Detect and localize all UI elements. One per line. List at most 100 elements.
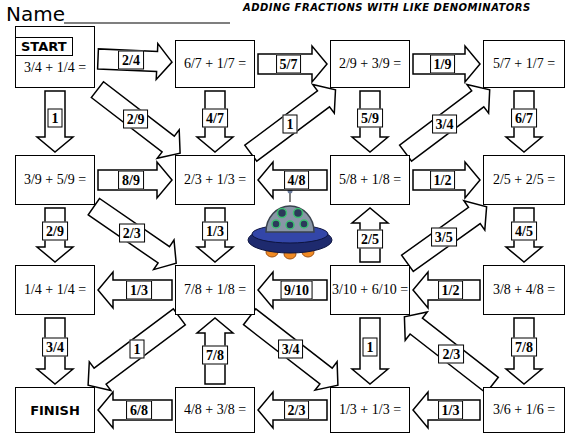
arrow-label: 1 [283, 114, 298, 133]
block-arrow [91, 82, 180, 159]
arrow-label: 3/4 [432, 114, 458, 133]
arrow-label: 1 [48, 108, 63, 127]
box-text: 5/8 + 1/8 = [339, 172, 401, 188]
arrow-label: 5/9 [357, 108, 383, 127]
block-arrow [37, 208, 73, 262]
name-label: Name [6, 2, 65, 26]
problem-box: 3/10 + 6/10 = [330, 265, 410, 315]
block-arrow [245, 84, 336, 161]
block-arrow [352, 91, 388, 152]
block-arrow [98, 272, 172, 308]
box-text: 3/6 + 1/6 = [493, 402, 555, 418]
problem-box: 3/8 + 4/8 = [483, 265, 565, 315]
box-text: 4/8 + 3/8 = [184, 402, 246, 418]
arrow-label: 1 [129, 339, 144, 358]
name-line [64, 22, 230, 23]
arrow-label: 4/8 [284, 171, 310, 190]
arrow-label: 4/5 [511, 222, 537, 241]
block-arrow [404, 312, 498, 393]
box-text: 2/5 + 2/5 = [493, 172, 555, 188]
box-text: 5/7 + 1/7 = [493, 56, 555, 72]
box-text: 6/7 + 1/7 = [184, 56, 246, 72]
block-arrow [37, 91, 73, 152]
block-arrow [258, 162, 327, 198]
arrow-label: 2/4 [118, 51, 144, 70]
problem-box: 5/8 + 1/8 = [330, 155, 410, 205]
arrow-label: 1/3 [438, 401, 464, 420]
box-text: 3/9 + 5/9 = [24, 172, 86, 188]
box-text: 3/10 + 6/10 = [332, 282, 408, 298]
arrow-label: 1/3 [126, 281, 152, 300]
arrow-label: 2/9 [42, 222, 68, 241]
ufo-illustration [248, 182, 332, 260]
block-arrow [258, 392, 327, 428]
block-arrow [37, 318, 73, 384]
block-arrow [197, 208, 233, 262]
block-arrow [258, 46, 327, 82]
problem-box: 2/9 + 3/9 = [330, 40, 410, 88]
problem-box: 6/7 + 1/7 = [175, 40, 255, 88]
problem-box: 4/8 + 3/8 = [175, 387, 255, 433]
arrow-label: 1/2 [430, 171, 456, 190]
box-text: 1/3 + 1/3 = [339, 402, 401, 418]
arrow-label: 3/4 [42, 338, 68, 357]
block-arrow [413, 392, 480, 428]
arrow-label: 1/9 [430, 55, 456, 74]
problem-box: 1/4 + 1/4 = [15, 265, 95, 315]
block-arrow [197, 91, 233, 152]
problem-box: 7/8 + 1/8 = [175, 265, 255, 315]
arrow-label: 1/2 [438, 281, 464, 300]
problem-box: 3/6 + 1/6 = [483, 387, 565, 433]
arrow-label: 2/9 [123, 109, 149, 128]
block-arrow [197, 318, 233, 384]
block-arrow [88, 199, 176, 270]
problem-box: 2/5 + 2/5 = [483, 155, 565, 205]
problem-box: 2/3 + 1/3 = [175, 155, 255, 205]
box-text: 1/4 + 1/4 = [24, 282, 86, 298]
arrow-label: 2/3 [438, 344, 464, 363]
box-text: 3/8 + 4/8 = [493, 282, 555, 298]
arrow-label: 6/7 [511, 108, 537, 127]
box-text: 3/4 + 1/4 = [24, 60, 86, 76]
block-arrow [98, 392, 172, 428]
arrow-label: 7/8 [511, 338, 537, 357]
block-arrow [258, 272, 327, 308]
problem-box: 1/3 + 1/3 = [330, 387, 410, 433]
block-arrow [506, 208, 542, 262]
block-arrow [352, 318, 388, 384]
box-text: FINISH [30, 403, 80, 418]
block-arrow [413, 46, 480, 82]
arrow-label: 2/5 [357, 230, 383, 249]
block-arrow [506, 91, 542, 152]
block-arrow [244, 309, 338, 390]
arrow-label: 4/7 [202, 108, 228, 127]
arrow-label: 1/3 [202, 222, 228, 241]
arrow-label: 2/3 [119, 223, 145, 242]
block-arrow [88, 309, 185, 391]
finish-box: FINISH [15, 387, 95, 433]
block-arrow [402, 201, 487, 272]
block-arrow [413, 272, 480, 308]
worksheet-title: ADDING FRACTIONS WITH LIKE DENOMINATORS [243, 2, 531, 13]
start-box: START 3/4 + 1/4 = [15, 26, 95, 88]
arrow-label: 1 [363, 338, 378, 357]
block-arrow [400, 85, 490, 162]
problem-box: 5/7 + 1/7 = [483, 40, 565, 88]
box-heading: START [15, 37, 73, 56]
arrow-label: 3/4 [278, 339, 304, 358]
arrow-label: 8/9 [118, 171, 144, 190]
block-arrow [98, 162, 172, 198]
block-arrow [506, 318, 542, 384]
problem-box: 3/9 + 5/9 = [15, 155, 95, 205]
arrow-label: 3/5 [431, 228, 457, 247]
arrow-label: 2/3 [284, 401, 310, 420]
arrow-label: 6/8 [126, 401, 152, 420]
block-arrow [352, 208, 388, 262]
arrow-label: 9/10 [280, 281, 313, 300]
box-text: 2/9 + 3/9 = [339, 56, 401, 72]
arrow-label: 7/8 [202, 346, 228, 365]
block-arrow [98, 44, 172, 80]
box-text: 7/8 + 1/8 = [184, 282, 246, 298]
box-text: 2/3 + 1/3 = [184, 172, 246, 188]
